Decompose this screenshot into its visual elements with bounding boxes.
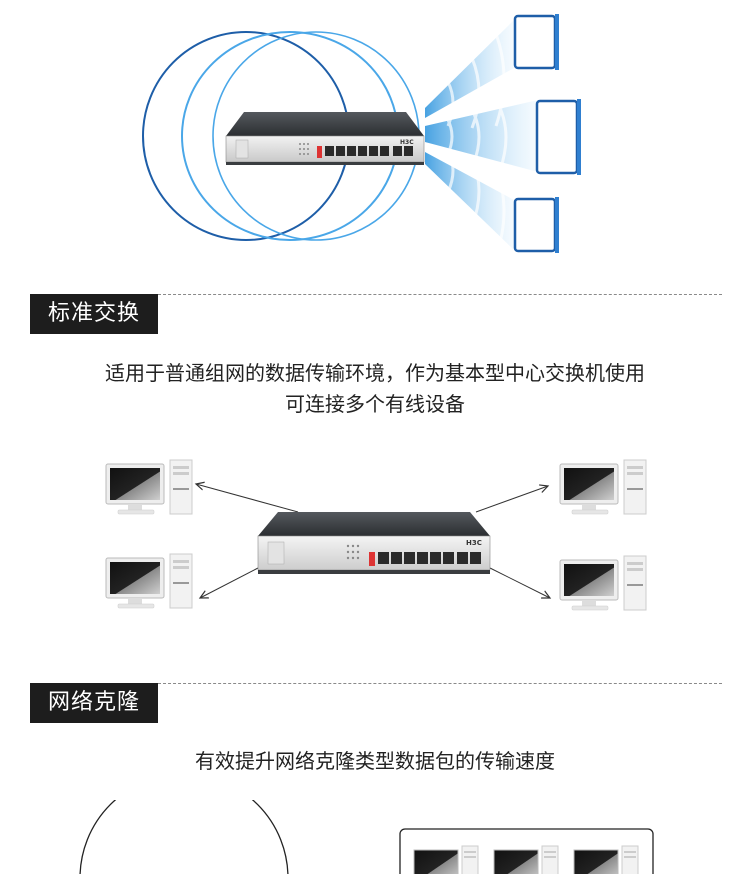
desktop-computer-icon xyxy=(105,459,193,515)
dashed-divider xyxy=(158,294,722,295)
desktop-computer-icon xyxy=(559,459,647,515)
dashed-divider xyxy=(158,683,722,684)
section-header-network-cloning: 网络克隆 xyxy=(30,683,722,727)
laptop-icon xyxy=(513,197,559,253)
section-description: 适用于普通组网的数据传输环境，作为基本型中心交换机使用 可连接多个有线设备 xyxy=(0,358,750,420)
desktop-computer-icon xyxy=(493,845,559,874)
description-line: 可连接多个有线设备 xyxy=(285,392,465,416)
description-line: 适用于普通组网的数据传输环境，作为基本型中心交换机使用 xyxy=(105,361,645,385)
cloning-illustration xyxy=(79,800,654,874)
network-switch: H3C xyxy=(257,512,491,574)
network-switch: H3C xyxy=(225,112,425,165)
laptop-icon xyxy=(535,99,581,175)
hero-illustration: H3C xyxy=(142,14,581,257)
signal-beams xyxy=(425,20,538,257)
section-header-standard-switching: 标准交换 xyxy=(30,294,722,338)
section-title: 网络克隆 xyxy=(30,683,159,723)
desktop-computer-icon xyxy=(105,553,193,609)
desktop-computer-icon xyxy=(413,845,479,874)
brand-logo: H3C xyxy=(400,139,414,146)
switch-network-diagram: H3C xyxy=(105,459,647,611)
brand-logo: H3C xyxy=(466,539,482,547)
section-description: 有效提升网络克隆类型数据包的传输速度 xyxy=(0,746,750,777)
arc-outline xyxy=(79,800,289,874)
desktop-computer-icon xyxy=(559,555,647,611)
desktop-computer-icon xyxy=(573,845,639,874)
description-line: 有效提升网络克隆类型数据包的传输速度 xyxy=(195,749,555,773)
connection-arrows xyxy=(196,484,550,598)
laptop-icon xyxy=(513,14,559,70)
section-title: 标准交换 xyxy=(30,294,159,334)
